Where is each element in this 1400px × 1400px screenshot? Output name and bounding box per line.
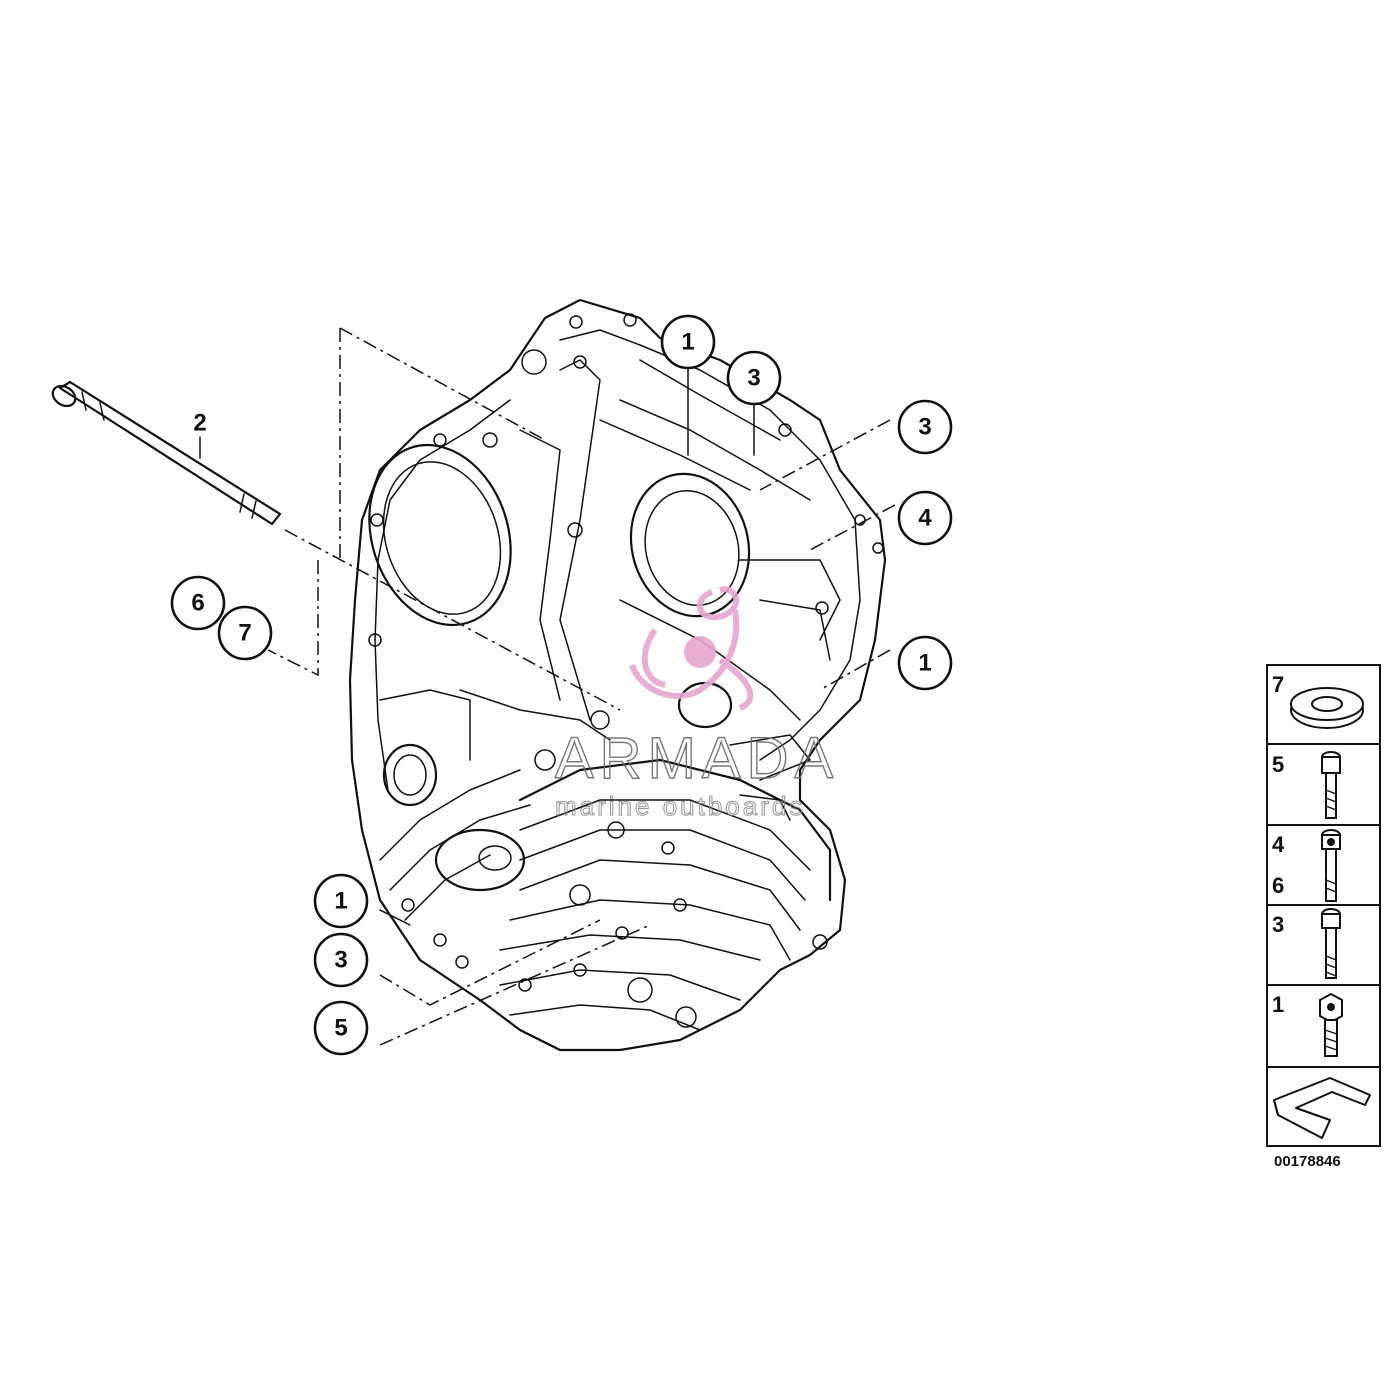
- callout-4-right: 4: [897, 490, 953, 546]
- callout-1-right: 1: [897, 635, 953, 691]
- svg-text:3: 3: [918, 414, 931, 441]
- legend-label-1: 1: [1272, 992, 1284, 1017]
- svg-text:4: 4: [918, 505, 932, 532]
- svg-text:3: 3: [334, 947, 347, 974]
- legend-label-4: 4: [1272, 832, 1285, 857]
- label-2-stud: 2: [193, 410, 206, 437]
- legend-label-5: 5: [1272, 752, 1284, 777]
- svg-text:7: 7: [238, 620, 251, 647]
- svg-text:5: 5: [334, 1015, 347, 1042]
- hex-bolt-icon: [1319, 992, 1343, 1057]
- svg-text:1: 1: [681, 329, 694, 356]
- watermark-logo-icon: [629, 586, 754, 711]
- callout-6-left: 6: [170, 575, 226, 631]
- bolt-icon: [1321, 908, 1341, 979]
- callout-3-right: 3: [897, 399, 953, 455]
- svg-text:3: 3: [747, 365, 760, 392]
- callout-7-left: 7: [217, 605, 273, 661]
- short-bolt-icon: [1321, 751, 1341, 819]
- reference-number: 00178846: [1274, 1153, 1341, 1170]
- legend-label-7: 7: [1272, 672, 1284, 697]
- callout-1-bottom: 1: [313, 873, 369, 929]
- stud-drawing: [51, 380, 282, 526]
- callout-1-top: 1: [660, 314, 716, 370]
- view-arrow-icon: [1273, 1077, 1371, 1139]
- hardware-legend: 7 5 4 6 3: [1266, 664, 1381, 1147]
- callout-3-bottom: 3: [313, 932, 369, 988]
- watermark-subtitle: marine outboards: [555, 791, 805, 821]
- long-bolt-icon: [1321, 829, 1341, 902]
- leader-lines: [199, 327, 896, 1046]
- callout-5-bottom: 5: [313, 1000, 369, 1056]
- svg-text:1: 1: [334, 888, 347, 915]
- washer-icon: [1290, 687, 1364, 729]
- svg-text:6: 6: [191, 590, 204, 617]
- watermark-name: ARMADA: [555, 726, 839, 791]
- crankcase-drawing: [348, 298, 887, 1052]
- callout-3-top: 3: [726, 350, 782, 406]
- watermark: ARMADA marine outboards: [554, 586, 839, 822]
- svg-text:1: 1: [918, 650, 931, 677]
- legend-label-6: 6: [1272, 873, 1284, 898]
- legend-label-3: 3: [1272, 912, 1284, 937]
